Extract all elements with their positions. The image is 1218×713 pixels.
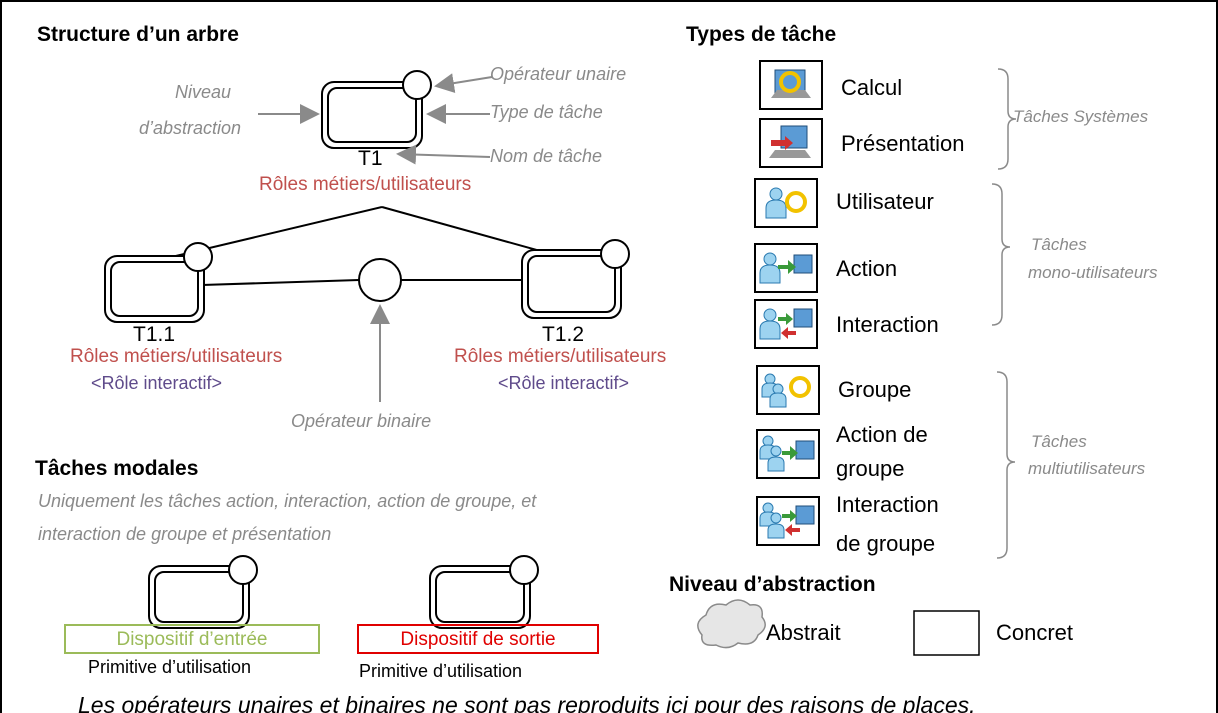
task-node-root: [321, 70, 432, 149]
abstraction-level-annotation-line1: Niveau: [175, 82, 232, 102]
task-name-annotation: Nom de tâche: [490, 146, 603, 166]
group-label-mono-line2: mono-utilisateurs: [1028, 263, 1158, 282]
task-type-label-group-interaction-line2: de groupe: [836, 531, 936, 556]
child-task-roles-2: Rôles métiers/utilisateurs: [454, 346, 667, 367]
task-node-t1-1: [104, 242, 213, 323]
task-type-label-action: Action: [836, 256, 898, 281]
group-label-multi-line2: multiutilisateurs: [1028, 459, 1146, 478]
abstraction-level-annotation-line2: d’abstraction: [139, 118, 242, 138]
group-interaction-icon: [756, 496, 820, 546]
task-node-t1-2: [521, 239, 630, 319]
task-type-label-group-action-line2: groupe: [836, 456, 905, 481]
task-type-label-group-interaction-line1: Interaction: [836, 492, 939, 517]
concrete-box: [913, 610, 980, 656]
unary-operator-annotation: Opérateur unaire: [490, 64, 627, 84]
annotation-arrows: [258, 73, 493, 402]
output-primitive-label: Primitive d’utilisation: [359, 661, 523, 681]
calcul-icon: [759, 60, 823, 110]
group-label-mono-line1: Tâches: [1031, 235, 1087, 254]
group-icon: [756, 365, 820, 415]
abstract-label: Abstrait: [766, 620, 841, 645]
modal-description-line1: Uniquement les tâches action, interactio…: [38, 491, 537, 511]
structure-title: Structure d’un arbre: [37, 23, 239, 46]
group-label-multi-line1: Tâches: [1031, 432, 1087, 451]
task-type-label-presentation: Présentation: [841, 131, 965, 156]
modal-node-output: [429, 555, 539, 629]
task-type-annotation: Type de tâche: [490, 102, 603, 122]
task-types-title: Types de tâche: [686, 23, 837, 46]
input-device-box: Dispositif d’entrée: [64, 624, 320, 654]
task-type-label-group-action-line1: Action de: [836, 422, 928, 447]
group-label-system: Tâches Systèmes: [1013, 107, 1149, 126]
binary-operator-annotation: Opérateur binaire: [291, 411, 432, 431]
child-task-name-2: T1.2: [542, 323, 585, 346]
modal-node-input: [148, 555, 258, 629]
footer-note: Les opérateurs unaires et binaires ne so…: [78, 692, 976, 713]
child-task-name-1: T1.1: [133, 323, 176, 346]
group-brackets: [991, 68, 1017, 559]
cloud-shape: [697, 599, 766, 649]
modal-description-line2: interaction de groupe et présentation: [38, 524, 332, 544]
root-task-name: T1: [358, 147, 383, 170]
presentation-icon: [759, 118, 823, 168]
output-device-box: Dispositif de sortie: [357, 624, 599, 654]
user-interaction-icon: [754, 299, 818, 349]
concrete-label: Concret: [996, 620, 1074, 645]
child-task-roles-1: Rôles métiers/utilisateurs: [70, 346, 283, 367]
user-action-icon: [754, 243, 818, 293]
root-task-roles: Rôles métiers/utilisateurs: [259, 174, 472, 195]
task-type-label-group: Groupe: [838, 377, 912, 402]
modal-title: Tâches modales: [35, 457, 199, 480]
tree-edges: [141, 206, 563, 286]
task-type-label-interaction: Interaction: [836, 312, 939, 337]
binary-operator-circle: [358, 258, 402, 302]
user-icon: [754, 178, 818, 228]
child-task-interactive-role-1: <Rôle interactif>: [91, 373, 223, 393]
input-primitive-label: Primitive d’utilisation: [88, 657, 252, 677]
child-task-interactive-role-2: <Rôle interactif>: [498, 373, 630, 393]
abstraction-title: Niveau d’abstraction: [669, 573, 876, 596]
group-action-icon: [756, 429, 820, 479]
task-type-label-user: Utilisateur: [836, 189, 934, 214]
task-type-label-calcul: Calcul: [841, 75, 903, 100]
